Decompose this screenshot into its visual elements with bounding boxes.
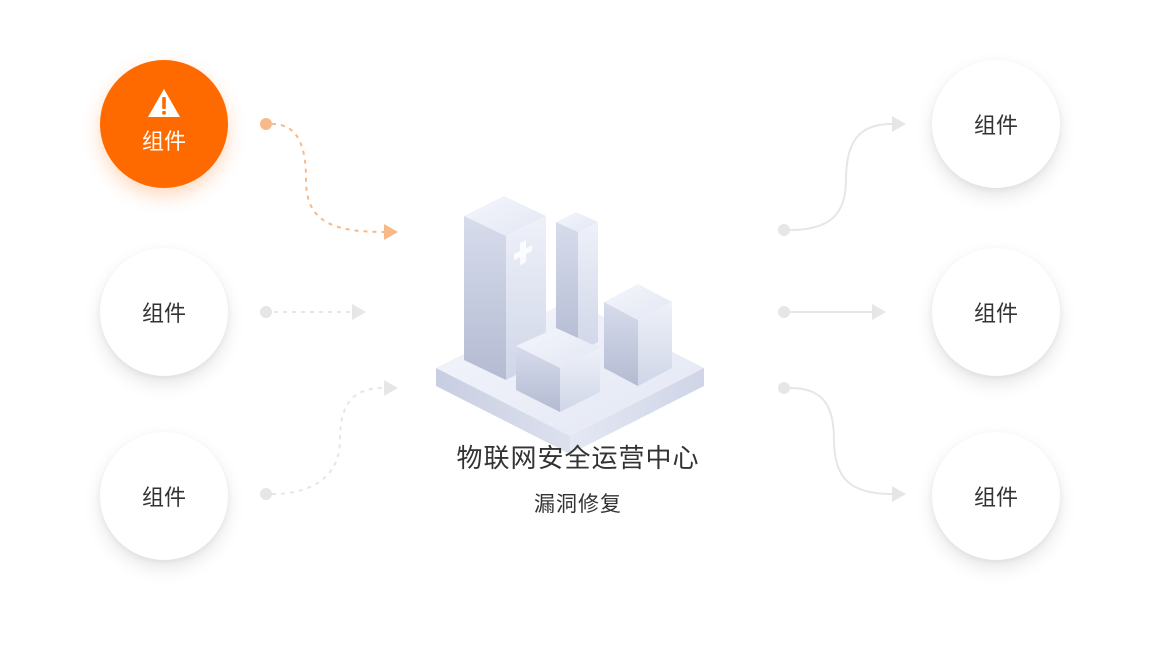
right-node-3-label: 组件	[973, 486, 1018, 511]
building-illustration	[436, 196, 704, 452]
left-node-2-label: 组件	[141, 302, 186, 327]
right-node-1[interactable]: 组件	[932, 60, 1060, 188]
right-node-2-label: 组件	[973, 302, 1018, 327]
left-node-3-label: 组件	[141, 486, 186, 511]
center-subtitle: 漏洞修复	[534, 492, 622, 516]
left-node-1[interactable]: 组件	[100, 60, 228, 188]
right-node-3[interactable]: 组件	[932, 432, 1060, 560]
center-title: 物联网安全运营中心	[456, 444, 700, 474]
right-node-1-label: 组件	[973, 114, 1018, 139]
connector-left-2	[260, 304, 366, 320]
left-node-3[interactable]: 组件	[100, 432, 228, 560]
connector-right-1	[778, 116, 906, 236]
left-node-2[interactable]: 组件	[100, 248, 228, 376]
connector-right-2	[778, 304, 886, 320]
connector-left-3	[260, 380, 398, 500]
connector-right-3	[778, 382, 906, 502]
left-node-1-label: 组件	[141, 130, 186, 155]
right-node-2[interactable]: 组件	[932, 248, 1060, 376]
connector-left-1	[260, 118, 398, 240]
warning-icon	[148, 89, 180, 117]
